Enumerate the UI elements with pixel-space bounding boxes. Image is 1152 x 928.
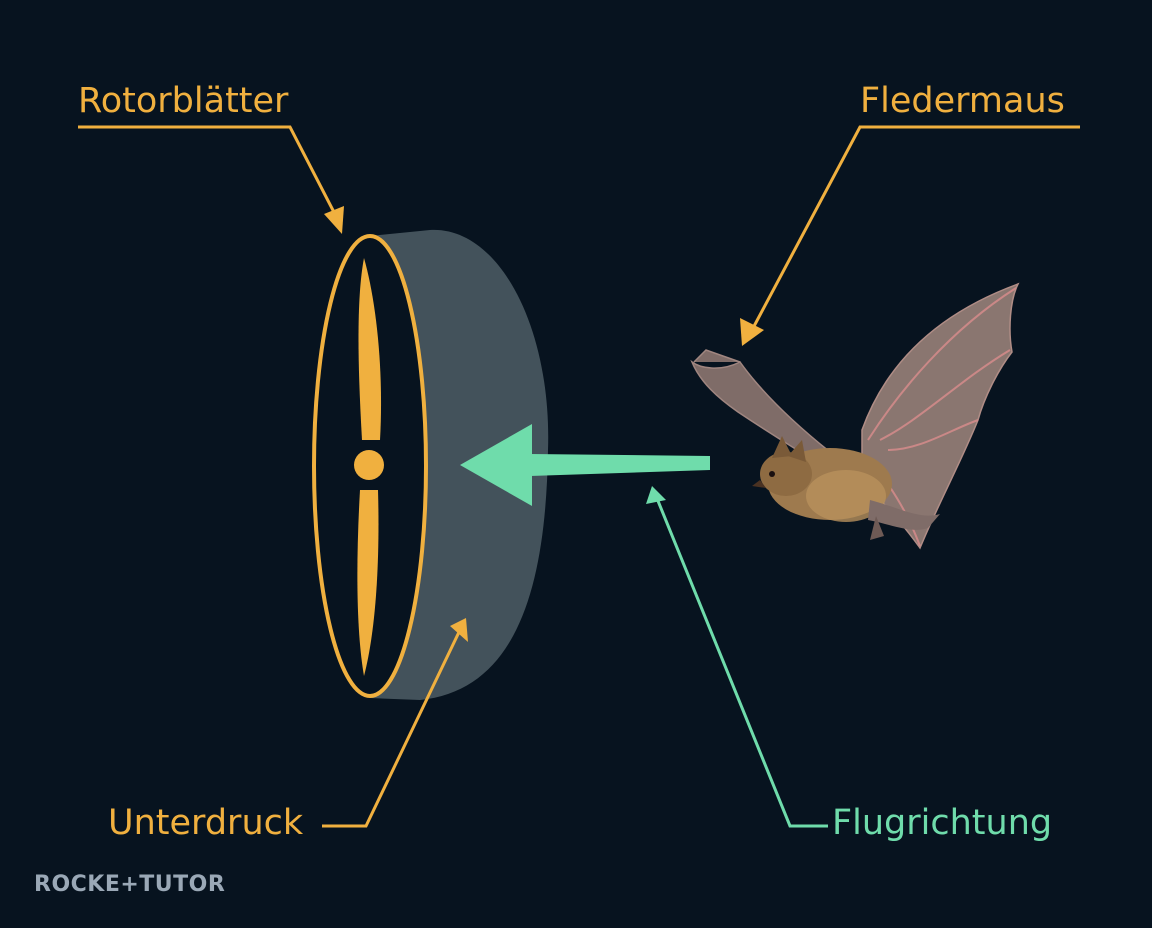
label-low-pressure: Unterdruck (108, 803, 304, 843)
brand-logo: ROCKE+TUTOR (34, 872, 226, 897)
label-bat: Fledermaus (860, 81, 1065, 121)
label-rotor-blades: Rotorblätter (78, 81, 289, 121)
bat-leader-line (740, 125, 1080, 346)
rotor-blades-icon (354, 258, 384, 676)
arrow-left-icon (460, 424, 710, 506)
low-pressure-leader-line (322, 618, 468, 828)
flight-leader-line (646, 486, 828, 828)
label-flight-direction: Flugrichtung (832, 803, 1053, 843)
rotor-hub (354, 450, 384, 480)
rotor-leader-line (78, 125, 344, 234)
bat-icon (690, 282, 1020, 550)
